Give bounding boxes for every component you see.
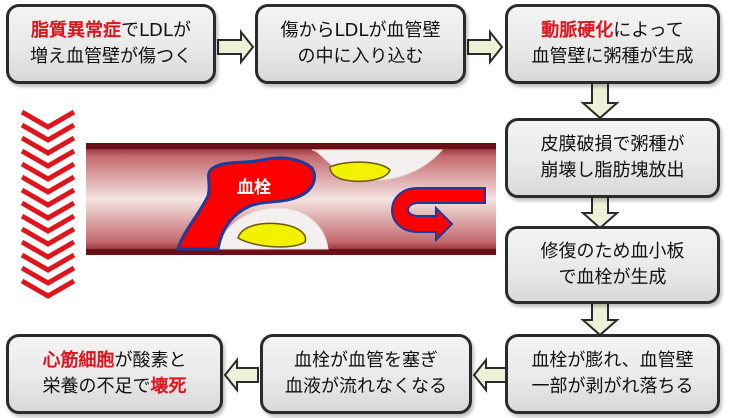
step-5-line-2: で血栓が生成 xyxy=(558,267,667,288)
step-3-line-1: 動脈硬化によって xyxy=(541,18,684,44)
step-1-line-1: 脂質異常症でLDLが xyxy=(31,18,191,44)
step-3-highlight: 動脈硬化 xyxy=(541,20,614,41)
step-3-text: によって xyxy=(613,20,684,41)
step-box-7: 血栓が血管を塞ぎ 血液が流れなくなる xyxy=(260,334,472,414)
step-3-line-2: 血管壁に粥種が生成 xyxy=(531,46,694,67)
arrow-1-to-2 xyxy=(217,29,255,65)
arrow-5-to-6 xyxy=(580,300,620,337)
plaque-top xyxy=(329,161,391,182)
step-box-3: 動脈硬化によって 血管壁に粥種が生成 xyxy=(505,4,720,84)
step-5-line-1: 修復のため血小板 xyxy=(540,241,685,262)
step-4-line-2: 崩壊し脂肪塊放出 xyxy=(540,160,685,181)
step-6-line-1: 血栓が膨れ、血管壁 xyxy=(531,350,694,371)
step-2-line-2: の中に入り込む xyxy=(297,46,424,67)
arrow-7-to-8 xyxy=(223,357,259,393)
step-7-line-2: 血液が流れなくなる xyxy=(285,376,447,397)
chevron-down-stack xyxy=(20,109,76,299)
step-8-highlight: 心筋細胞 xyxy=(42,350,115,371)
step-8-line-1: 心筋細胞が酸素と xyxy=(43,348,187,374)
step-7-line-1: 血栓が血管を塞ぎ xyxy=(294,350,438,371)
step-8-line-2: 栄養の不足で壊死 xyxy=(43,374,187,400)
step-1-text: でLDLが xyxy=(121,20,191,41)
step-8-text: が酸素と xyxy=(114,350,187,371)
arrow-3-to-4 xyxy=(580,82,620,120)
arrow-4-to-5 xyxy=(580,196,620,230)
step-1-line-2: 増え血管壁が傷つく xyxy=(30,46,192,67)
step-4-line-1: 皮膜破損で粥種が xyxy=(540,134,685,155)
blood-clot xyxy=(175,156,316,251)
step-box-4: 皮膜破損で粥種が 崩壊し脂肪塊放出 xyxy=(505,118,720,198)
arrow-6-to-7 xyxy=(472,357,507,393)
arrow-2-to-3 xyxy=(467,29,504,65)
step-2-line-1: 傷からLDLが血管壁 xyxy=(280,20,441,41)
step-box-1: 脂質異常症でLDLが 増え血管壁が傷つく xyxy=(6,4,216,84)
step-8-highlight-2: 壊死 xyxy=(150,376,187,397)
step-box-6: 血栓が膨れ、血管壁 一部が剥がれ落ちる xyxy=(505,334,720,414)
step-6-line-2: 一部が剥がれ落ちる xyxy=(531,376,694,397)
step-box-5: 修復のため血小板 で血栓が生成 xyxy=(505,226,720,304)
uturn-arrow xyxy=(390,187,486,243)
clot-label: 血栓 xyxy=(237,178,271,198)
step-1-highlight: 脂質異常症 xyxy=(31,20,122,41)
plaque-bottom xyxy=(237,222,307,248)
step-box-2: 傷からLDLが血管壁 の中に入り込む xyxy=(255,4,466,84)
blood-vessel-illustration xyxy=(86,143,496,255)
step-box-8: 心筋細胞が酸素と 栄養の不足で壊死 xyxy=(6,334,223,414)
step-8-text-2: 栄養の不足で xyxy=(42,376,151,397)
